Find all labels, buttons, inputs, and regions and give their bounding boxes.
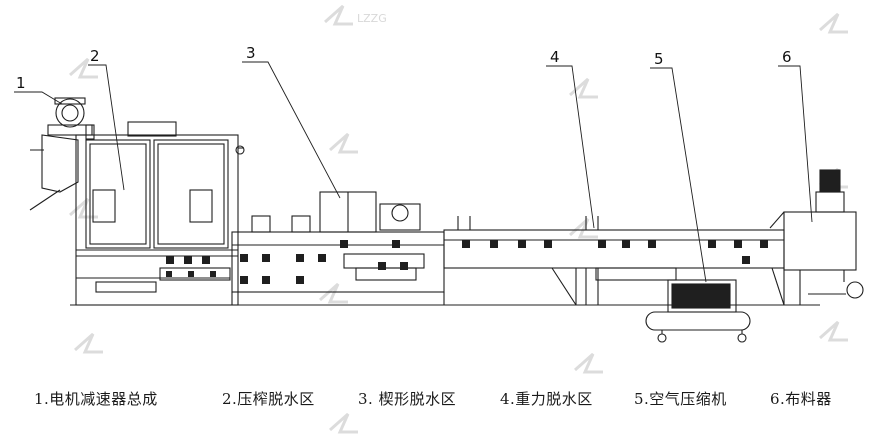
motor-reducer-assembly [29,97,95,211]
watermark-logo [819,12,848,34]
legend-caption: 1.电机减速器总成 2.压榨脱水区 3. 楔形脱水区 4.重力脱水区 5.空气压… [0,388,883,420]
watermark-logo [69,197,98,219]
callout-5: 5 [654,50,664,68]
legend-item-1: 1.电机减速器总成 [34,390,158,408]
legend-item-5: 5.空气压缩机 [634,390,727,408]
callout-1: 1 [16,74,26,92]
callout-4: 4 [550,48,560,66]
watermark-logo [329,132,358,154]
svg-text:LZZG: LZZG [357,12,387,25]
callout-3: 3 [246,44,256,62]
machine-linework [14,61,864,343]
watermark-logo [319,282,348,304]
legend-item-3: 3. 楔形脱水区 [358,390,457,408]
watermark-logo [569,77,598,99]
leader-lines [14,61,813,283]
press-dewatering-zone [75,121,245,306]
callout-6: 6 [782,48,792,66]
watermarks: LZZG [69,4,848,434]
watermark-logo [69,57,98,79]
air-compressor [645,279,751,343]
legend-item-6: 6.布料器 [770,390,832,408]
material-distributor [769,169,864,305]
watermark-logo [74,332,103,354]
watermark-logo [819,320,848,342]
watermark-logo [569,217,598,239]
watermark-logo [329,412,358,434]
callout-2: 2 [90,47,100,65]
gravity-dewatering-zone [443,216,785,306]
wedge-dewatering-zone [231,191,445,305]
watermark-logo [574,352,603,374]
watermark-logo: LZZG [324,4,387,26]
legend-item-4: 4.重力脱水区 [500,390,593,408]
legend-item-2: 2.压榨脱水区 [222,390,315,408]
